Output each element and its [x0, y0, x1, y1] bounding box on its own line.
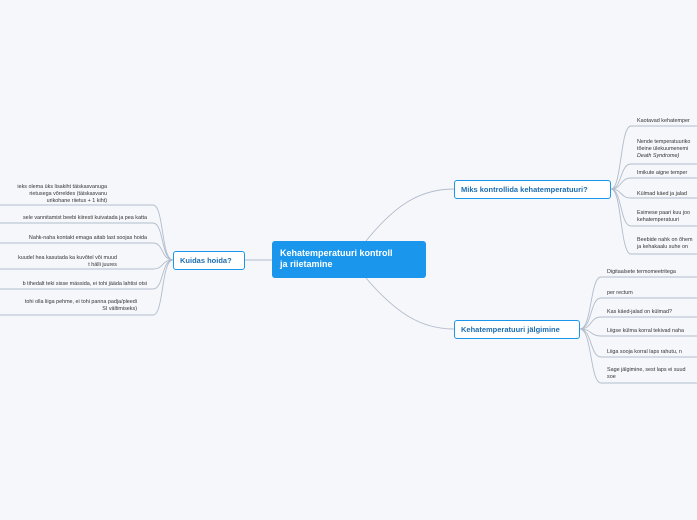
central-topic-line-2: ja riietamine: [280, 259, 333, 269]
edge-central-jalgimine: [365, 277, 455, 330]
leaf-jalgimine-4[interactable]: Liigse külma korral tekivad naha: [607, 328, 685, 334]
central-topic-line-1: Kehatemperatuuri kontroll: [280, 248, 393, 258]
leaf-miks-6[interactable]: Beebide nahk on õhem ja kehakaalu suhe o…: [637, 237, 693, 250]
branch-kehatemperatuuri-jalgimine[interactable]: Kehatemperatuuri jälgimine: [454, 320, 580, 339]
leaf-miks-5[interactable]: Esimese paari kuu joo kehatemperatuuri: [637, 210, 691, 223]
edge-kuidas-1: [0, 204, 174, 261]
edge-central-miks: [365, 188, 455, 242]
leaf-kuidas-4[interactable]: kuudel hea kasutada ka kuvõtel või muud …: [18, 255, 117, 268]
leaf-kuidas-2[interactable]: sele vannitamist beebi kiiresti kuivatad…: [22, 215, 147, 221]
leaf-kuidas-6[interactable]: tohi olla liiga pehme, ei tohi panna pad…: [24, 299, 137, 312]
leaf-kuidas-5[interactable]: b tihedalt teki sisse mässida, ei tohi j…: [22, 281, 147, 287]
branch-miks-kontrollida[interactable]: Miks kontrollida kehatemperatuuri?: [454, 180, 611, 199]
edge-jalgimine-1: [579, 276, 697, 330]
leaf-kuidas-1[interactable]: ieks olema üks lisakiht täiskasvanuga ri…: [17, 184, 107, 204]
leaf-jalgimine-2[interactable]: per rectum: [607, 290, 633, 296]
leaf-jalgimine-3[interactable]: Kas käed-jalad on külmad?: [607, 309, 673, 315]
leaf-jalgimine-6[interactable]: Sage jälgimine, sest laps ei suud soe: [607, 367, 686, 380]
leaf-miks-2[interactable]: Nende temperatuuriko tõeine ülekuumenemi…: [637, 139, 691, 159]
leaf-miks-4[interactable]: Külmad käed ja jalad: [637, 191, 688, 197]
branch-kuidas-hoida[interactable]: Kuidas hoida?: [173, 251, 245, 270]
central-topic[interactable]: Kehatemperatuuri kontroll ja riietamine: [272, 241, 426, 278]
leaf-jalgimine-1[interactable]: Digitaalsete termomeetritega: [607, 269, 676, 275]
leaf-miks-3[interactable]: Imikute aigne temper: [637, 170, 688, 176]
edge-miks-3: [610, 177, 697, 190]
leaf-miks-1[interactable]: Kaotavad kehatemper: [637, 118, 690, 124]
leaf-kuidas-3[interactable]: Nahk-naha kontakt emaga aitab last sooja…: [28, 235, 147, 241]
leaf-jalgimine-5[interactable]: Liiga sooja korral laps rahutu, n: [607, 349, 682, 355]
